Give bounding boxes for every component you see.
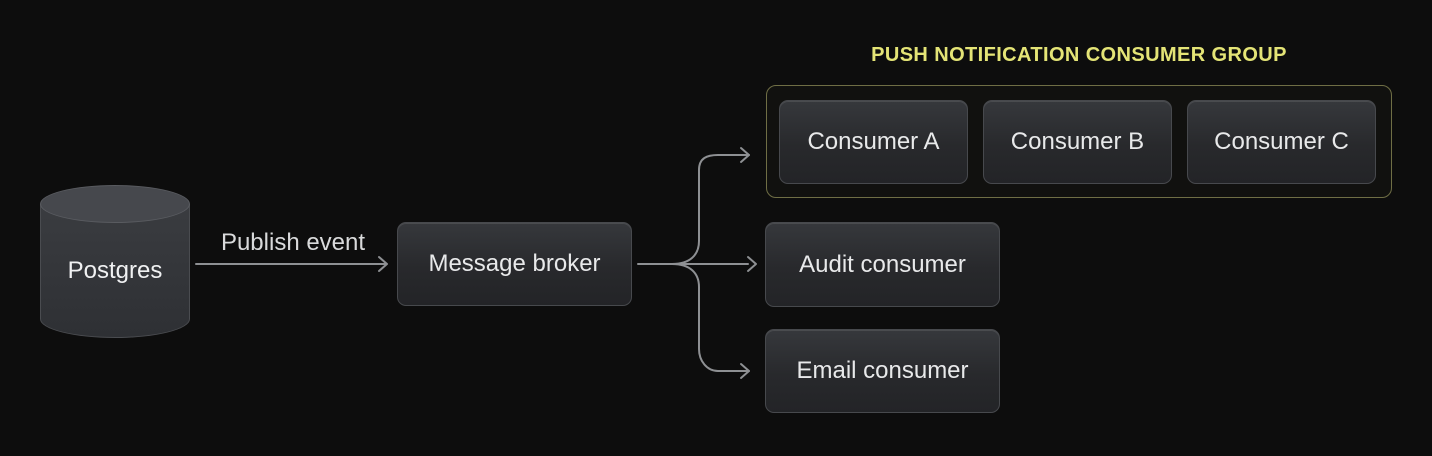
push-notification-consumer-group <box>766 85 1392 198</box>
postgres-database-node: Postgres <box>40 185 190 338</box>
consumer-a-label: Consumer A <box>807 128 940 155</box>
postgres-label: Postgres <box>67 257 163 284</box>
consumer-b-node: Consumer B <box>983 100 1172 184</box>
consumer-group-title: PUSH NOTIFICATION CONSUMER GROUP <box>871 44 1287 66</box>
cylinder-body <box>40 204 190 338</box>
edge-publish-event-arrow <box>195 256 388 272</box>
edge-broker-to-audit-arrow <box>637 256 757 272</box>
audit-consumer-label: Audit consumer <box>799 250 966 278</box>
message-broker-node: Message broker <box>397 222 632 306</box>
edge-broker-to-email-arrow <box>671 263 750 379</box>
consumer-c-label: Consumer C <box>1214 128 1349 155</box>
edge-broker-to-consumer-group-arrow <box>671 147 750 265</box>
message-broker-label: Message broker <box>428 250 601 277</box>
publish-event-label: Publish event <box>220 229 366 256</box>
email-consumer-node: Email consumer <box>765 329 1000 413</box>
consumer-c-node: Consumer C <box>1187 100 1376 184</box>
audit-consumer-node: Audit consumer <box>765 222 1000 307</box>
email-consumer-label: Email consumer <box>796 357 969 384</box>
consumer-b-label: Consumer B <box>1010 128 1145 155</box>
consumer-a-node: Consumer A <box>779 100 968 184</box>
cylinder-top <box>40 185 190 223</box>
